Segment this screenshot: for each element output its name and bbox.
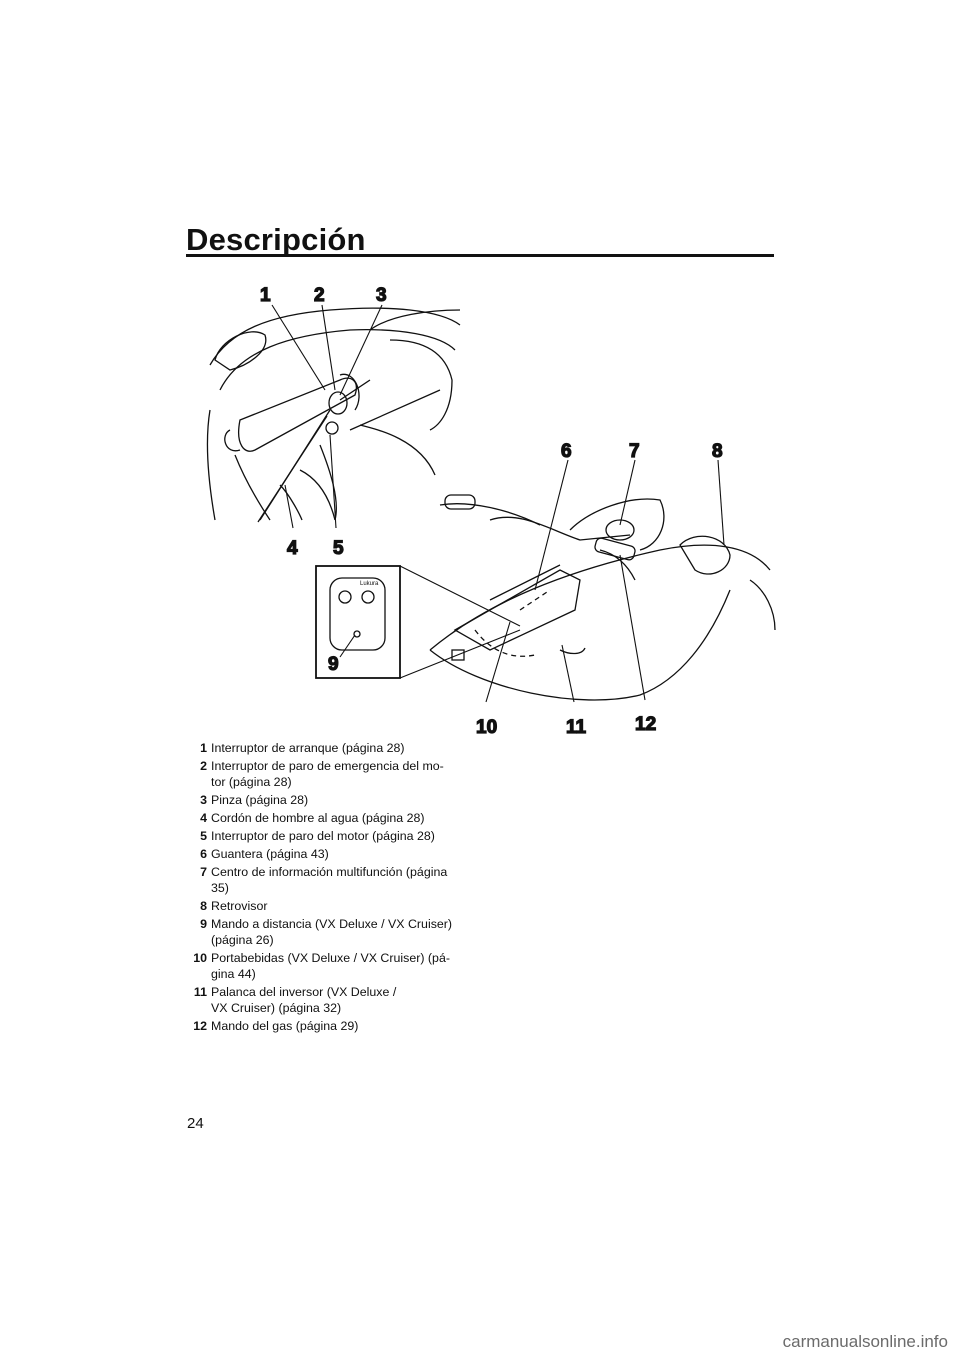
title-rule [186, 254, 774, 257]
callout-3: 3 [376, 285, 387, 306]
remote-brand-label: Lukura [360, 581, 379, 587]
remote-inset: Lukura [315, 565, 521, 679]
callout-1: 1 [260, 285, 271, 306]
callout-8: 8 [712, 441, 723, 462]
page-number: 24 [187, 1115, 204, 1132]
callout-numbers: 1 2 3 4 5 6 7 8 9 10 11 12 [259, 284, 723, 738]
handlebar-closeup-drawing [206, 307, 461, 523]
watermark-link[interactable]: carmanualsonline.info [782, 1332, 948, 1351]
leader-lines-right [485, 459, 725, 703]
callout-10: 10 [476, 717, 497, 738]
callout-9: 9 [328, 654, 339, 675]
callout-5: 5 [333, 538, 344, 559]
callout-6: 6 [561, 441, 572, 462]
callout-7: 7 [629, 441, 640, 462]
callout-4: 4 [287, 538, 298, 559]
leader-lines-left [271, 304, 383, 529]
callout-11: 11 [566, 717, 587, 738]
page-title: Descripción [186, 222, 366, 257]
callout-2: 2 [314, 285, 325, 306]
watercraft-overview-drawing [429, 494, 776, 701]
watercraft-illustration: Lukura 1 2 3 4 5 6 7 8 9 10 11 12 [190, 270, 780, 740]
callout-12: 12 [635, 714, 656, 735]
